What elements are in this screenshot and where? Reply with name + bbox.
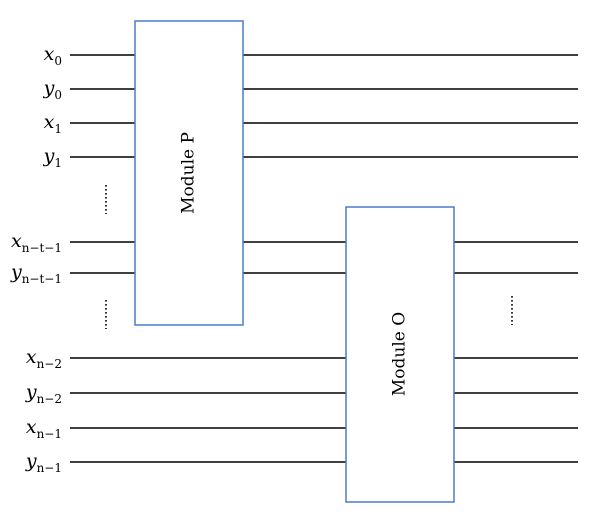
input-label-y-n-1: yn−1 — [25, 450, 62, 475]
input-label-x0: x0 — [44, 43, 62, 68]
input-label-x-n-t-1: xn−t−1 — [11, 230, 62, 255]
module-o-label: Module O — [390, 312, 410, 396]
input-label-x-n-1: xn−1 — [26, 416, 62, 441]
input-label-y-n-t-1: yn−t−1 — [10, 261, 62, 286]
module-p-label: Module P — [179, 132, 199, 214]
input-label-y-n-2: yn−2 — [25, 381, 62, 406]
input-label-x-n-2: xn−2 — [26, 346, 62, 371]
input-label-y0: y0 — [43, 77, 62, 102]
module-p-box — [134, 20, 244, 326]
input-label-y1: y1 — [43, 145, 62, 170]
input-label-x1: x1 — [44, 111, 62, 136]
module-o-box — [345, 206, 455, 503]
